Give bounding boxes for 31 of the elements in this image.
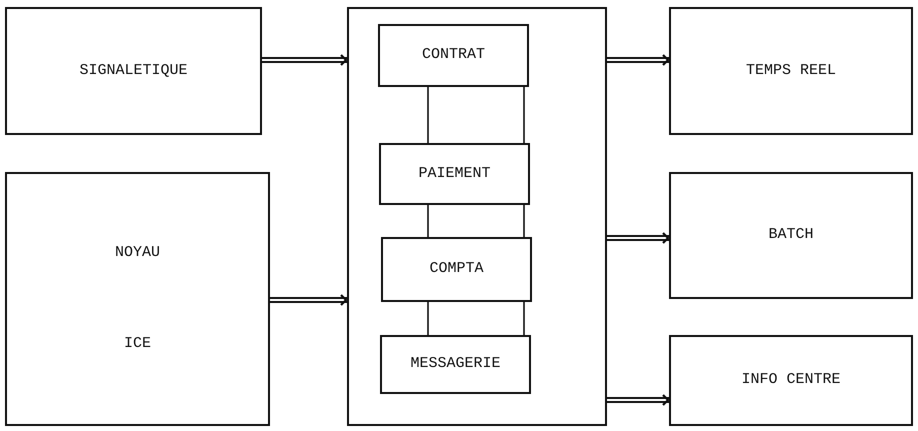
process-box (669, 172, 913, 299)
box-label: CONTRAT (422, 45, 485, 66)
double-arrow (607, 232, 670, 244)
connector-line (523, 205, 525, 237)
connector-line (427, 205, 429, 237)
double-arrow (262, 54, 348, 66)
process-box (378, 24, 529, 87)
container-box (347, 7, 607, 426)
box-label: PAIEMENT (418, 164, 490, 184)
box-label: BATCH (768, 225, 814, 246)
connector-line (427, 302, 429, 335)
process-box (669, 7, 913, 135)
box-label: INFO CENTRE (741, 370, 841, 390)
box-label: ICE (124, 334, 151, 354)
process-box (379, 143, 530, 205)
box-label: TEMPS REEL (746, 60, 836, 81)
double-arrow (607, 394, 670, 406)
double-arrow (270, 294, 348, 306)
box-label: NOYAU (114, 243, 160, 264)
connector-line (523, 87, 525, 143)
connector-line (523, 302, 525, 335)
process-box (5, 7, 262, 135)
box-label: SIGNALETIQUE (79, 60, 188, 81)
process-box (5, 172, 270, 426)
box-label: COMPTA (429, 259, 484, 280)
process-box (381, 237, 532, 302)
connector-line (427, 87, 429, 143)
box-label: MESSAGERIE (410, 354, 500, 374)
process-box (380, 335, 531, 394)
process-box (669, 335, 913, 426)
double-arrow (607, 54, 670, 66)
